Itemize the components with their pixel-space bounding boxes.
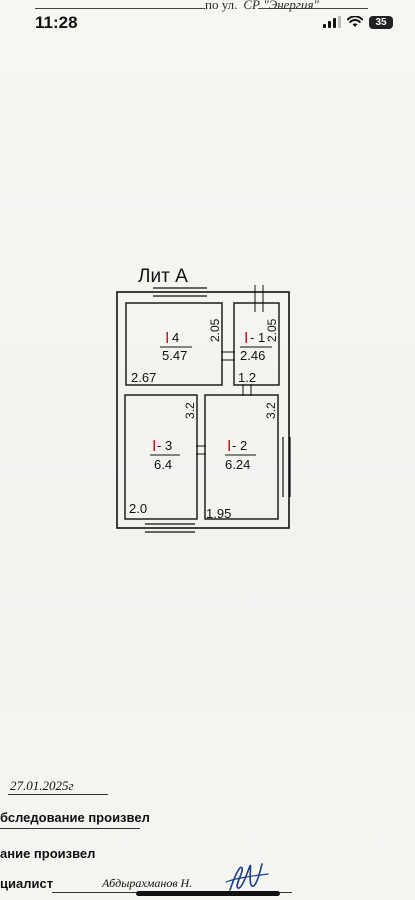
room-1-number: - 1 [250, 330, 265, 345]
home-indicator[interactable] [136, 891, 280, 896]
room-2-dim-height: 3.2 [264, 402, 278, 419]
room-4-dim-height: 2.05 [208, 318, 222, 342]
room-4-dim-width: 2.67 [131, 370, 156, 385]
status-time: 11:28 [35, 13, 78, 32]
date-underline [8, 794, 108, 795]
room-2-area: 6.24 [225, 457, 250, 472]
header-prefix: по ул. [205, 0, 238, 12]
room-3-mark: I [152, 438, 156, 455]
specialist-name: Абдырахманов Н. [102, 876, 193, 890]
room-1-dim-width: 1.2 [238, 370, 256, 385]
survey-underline [0, 828, 140, 829]
made-label: ание произвел [0, 846, 96, 861]
room-2-mark: I [227, 438, 231, 455]
room-2-outline [204, 394, 279, 520]
room-4-number: 4 [172, 330, 179, 345]
survey-date: 27.01.2025г [10, 778, 74, 793]
room-3-number: - 3 [157, 438, 172, 453]
room-2-dim-width: 1.95 [206, 506, 231, 521]
status-bar: 11:28 35 [0, 0, 415, 44]
room-3-dim-width: 2.0 [129, 501, 147, 516]
wifi-icon [347, 16, 363, 27]
room-3-area: 6.4 [154, 457, 172, 472]
room-1-outline [233, 302, 280, 386]
battery-icon: 35 [369, 15, 393, 29]
window-right [282, 437, 291, 497]
room-4-area: 5.47 [162, 348, 187, 363]
room-2-number: - 2 [232, 438, 247, 453]
room-1-dim-height: 2.05 [265, 318, 279, 342]
status-icons: 35 [323, 14, 393, 30]
room-1-area: 2.46 [240, 348, 265, 363]
outer-wall [116, 291, 290, 529]
room-3-dim-height: 3.2 [183, 402, 197, 419]
window-top [153, 287, 207, 297]
specialist-label: циалист [0, 876, 54, 891]
header-street: СР "Энергия" [243, 0, 320, 12]
room-4-mark: I [165, 330, 169, 347]
window-bottom [145, 523, 195, 533]
header-underline [35, 8, 205, 9]
room-1-mark: I [244, 330, 248, 347]
header-underline-right [258, 8, 368, 9]
document-header: по ул. СР "Энергия" [205, 0, 319, 13]
plan-title: Лит А [138, 266, 188, 287]
room-3-outline [124, 394, 198, 520]
door-marks [196, 285, 264, 455]
survey-label: бследование произвел [0, 810, 150, 825]
signal-icon [323, 16, 341, 28]
room-4-outline [125, 302, 223, 386]
signature-icon [225, 863, 269, 891]
